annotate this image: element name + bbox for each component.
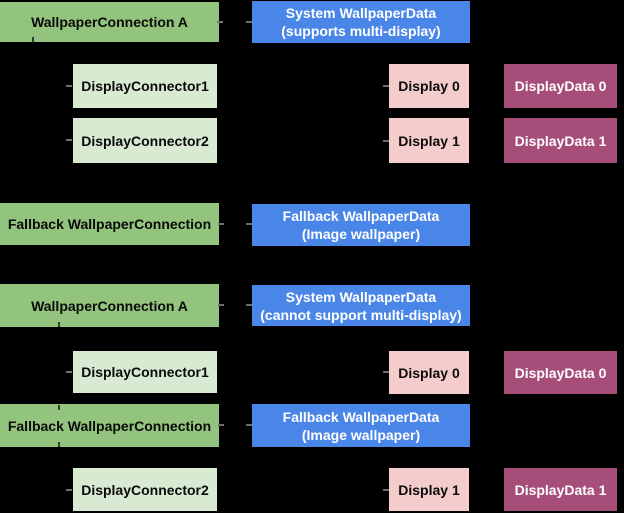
connector-stub: [66, 371, 72, 373]
connector-stub: [246, 424, 252, 426]
node-display-connector-2-2: DisplayConnector2: [73, 468, 217, 511]
node-system-wallpaper-data-no-multi: System WallpaperData (cannot support mul…: [252, 285, 470, 326]
node-sublabel: (Image wallpaper): [301, 226, 421, 242]
connector-stub: [218, 424, 224, 426]
node-display-data-1: DisplayData 1: [504, 118, 617, 163]
connector-stub: [246, 304, 252, 306]
node-fallback-wallpaper-connection-2: Fallback WallpaperConnection: [0, 404, 219, 447]
node-display-data-0: DisplayData 0: [504, 64, 617, 108]
connector-stub: [383, 371, 389, 373]
node-label: Fallback WallpaperData: [282, 408, 440, 425]
connector-stub: [66, 489, 72, 491]
node-wallpaper-connection-a-2: WallpaperConnection A: [0, 284, 219, 327]
connector-stub: [383, 489, 389, 491]
node-display-connector-1: DisplayConnector1: [73, 64, 217, 108]
connector-tick: [58, 322, 60, 327]
node-fallback-wallpaper-data: Fallback WallpaperData (Image wallpaper): [252, 204, 470, 246]
node-label: WallpaperConnection A: [31, 297, 188, 314]
node-fallback-wallpaper-data-2: Fallback WallpaperData (Image wallpaper): [252, 404, 470, 447]
node-display-0: Display 0: [389, 64, 469, 108]
node-display-1: Display 1: [389, 118, 469, 163]
node-label: Display 1: [398, 132, 460, 149]
node-wallpaper-connection-a: WallpaperConnection A: [0, 2, 219, 42]
connector-stub: [218, 304, 224, 306]
connector-stub: [383, 140, 389, 142]
node-display-1-2: Display 1: [389, 468, 469, 511]
node-display-data-0-2: DisplayData 0: [504, 351, 617, 394]
connector-stub: [383, 85, 389, 87]
node-label: DisplayData 0: [514, 364, 607, 381]
node-sublabel: (Image wallpaper): [301, 426, 421, 443]
connector-stub: [218, 223, 224, 225]
connector-stub: [66, 85, 72, 87]
node-label: DisplayData 1: [514, 132, 607, 149]
connector-tick: [58, 405, 60, 410]
node-label: Display 0: [398, 78, 460, 94]
node-display-0-2: Display 0: [389, 351, 469, 394]
connector-stub: [66, 139, 72, 141]
connector-tick: [58, 442, 60, 447]
node-sublabel: (supports multi-display): [281, 23, 441, 39]
connector-stub: [246, 223, 252, 225]
node-label: DisplayConnector2: [81, 481, 209, 498]
connector-tick: [32, 37, 34, 42]
node-display-connector-2: DisplayConnector2: [73, 118, 217, 163]
node-fallback-wallpaper-connection: Fallback WallpaperConnection: [0, 203, 219, 245]
node-label: DisplayConnector1: [81, 78, 209, 94]
node-label: DisplayData 1: [514, 481, 607, 498]
node-label: WallpaperConnection A: [31, 14, 188, 30]
node-label: DisplayData 0: [514, 78, 607, 94]
node-label: System WallpaperData: [285, 288, 437, 305]
connector-stub: [246, 21, 252, 23]
node-label: DisplayConnector2: [81, 132, 209, 149]
node-label: Fallback WallpaperConnection: [7, 216, 212, 232]
node-display-connector-1-2: DisplayConnector1: [73, 351, 217, 393]
connector-stub: [217, 21, 223, 23]
node-label: Fallback WallpaperConnection: [7, 417, 212, 434]
node-system-wallpaper-data-multi: System WallpaperData (supports multi-dis…: [252, 1, 470, 43]
node-label: DisplayConnector1: [81, 364, 209, 380]
node-label: System WallpaperData: [285, 5, 437, 21]
node-label: Display 1: [398, 481, 460, 498]
node-label: Display 0: [398, 364, 460, 381]
node-display-data-1-2: DisplayData 1: [504, 468, 617, 511]
node-sublabel: (cannot support multi-display): [260, 306, 462, 323]
node-label: Fallback WallpaperData: [282, 208, 440, 224]
